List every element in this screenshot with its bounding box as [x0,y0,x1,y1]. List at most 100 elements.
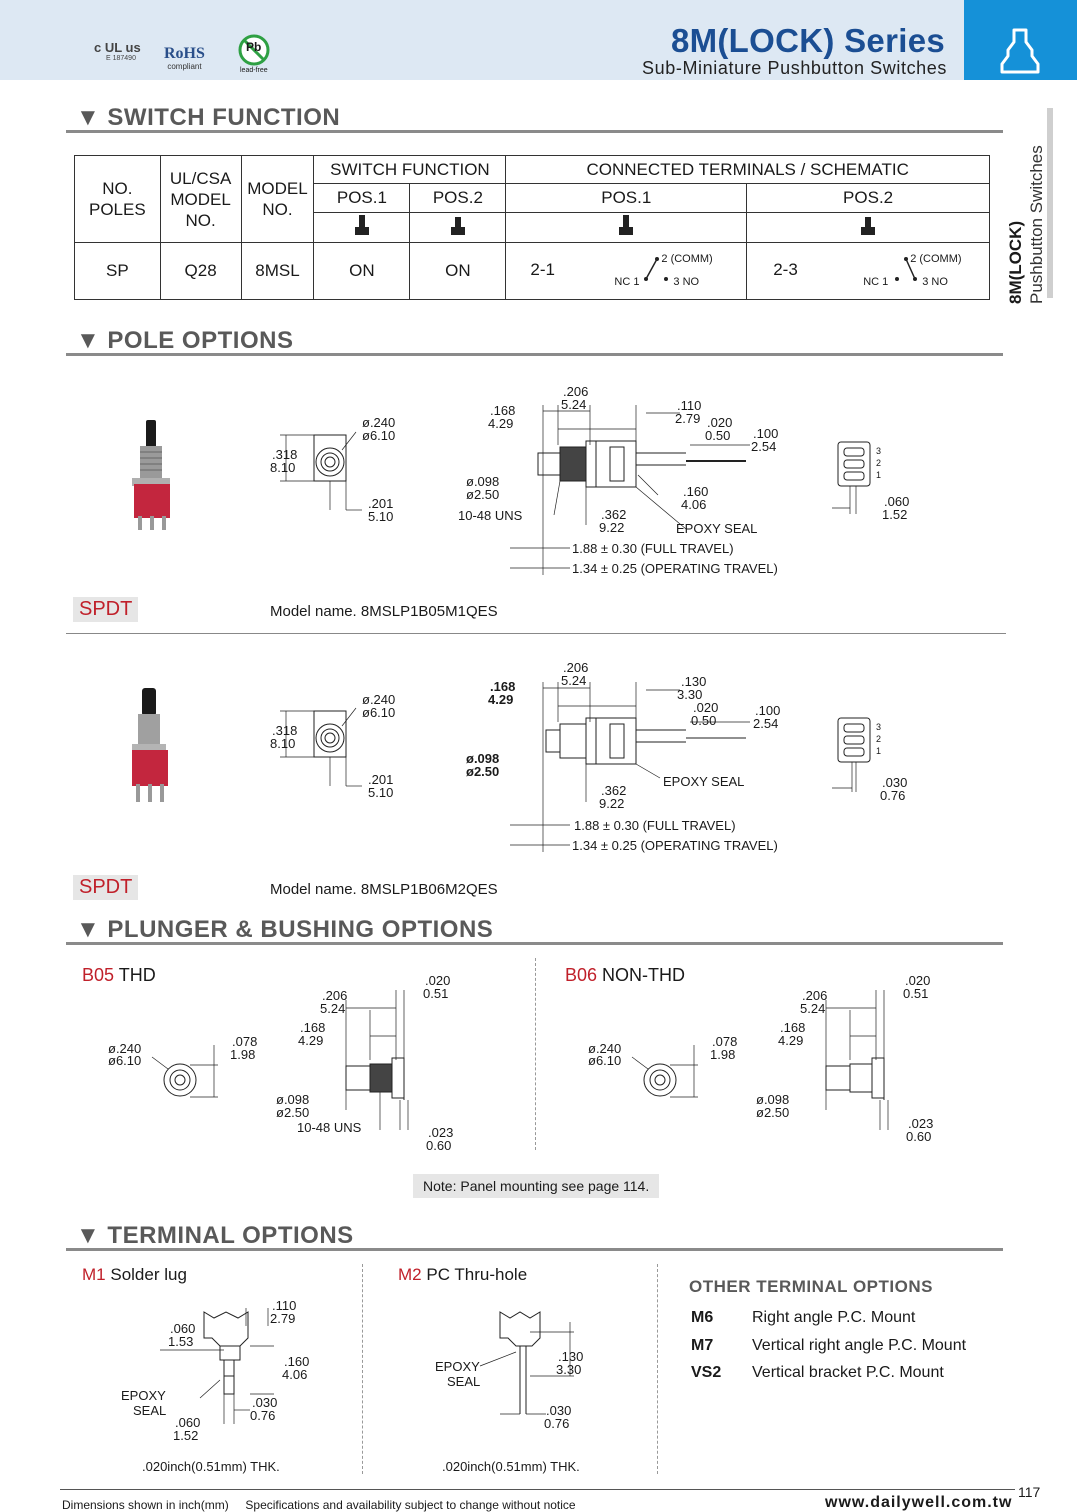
full-travel-label: 1.88 ± 0.30 (FULL TRAVEL) [574,818,736,833]
dim-label: ø.098 [466,474,500,489]
thickness-note: .020inch(0.51mm) THK. [142,1459,280,1474]
seal-label: SEAL [447,1374,481,1389]
b06-side-drawing [825,990,889,1130]
plunger-pos2-term-icon-cell [746,212,990,243]
model-name: Model name. 8MSLP1B06M2QES [270,881,498,898]
dim-label: 5.24 [561,397,587,412]
dim-label: .078 [712,1034,738,1049]
dim-label: 8.10 [270,736,296,751]
dim-label: .110 [272,1298,297,1313]
switch-photo-1 [132,420,170,530]
dim-label: .060 [884,494,910,509]
dim-label: .206 [563,384,589,399]
m1-code: M1 [82,1265,106,1284]
ul-file-number: E 187490 [106,55,136,62]
dim-label: 9.22 [599,796,625,811]
dim-label: .206 [802,988,828,1003]
plunger-icon [619,215,634,235]
rohs-text: RoHS [164,45,205,62]
schematic-comm-label: 2 (COMM) [661,253,713,265]
dim-label: 4.29 [488,416,514,431]
dim-label: 4.29 [778,1033,804,1048]
dim-label: 2.54 [751,439,777,454]
dim-label: 0.51 [903,986,929,1001]
dim-label: .168 [300,1020,326,1035]
pushbutton-icon [1000,28,1040,74]
dim-label: .078 [232,1034,258,1049]
m2-code: M2 [398,1265,422,1284]
footer-url[interactable]: www.dailywell.com.tw [825,1494,1013,1511]
dim-label: ø2.50 [276,1105,310,1120]
dim-label: .100 [755,703,781,718]
m1-solder-lug-drawing [160,1308,274,1424]
dim-label: .160 [683,484,709,499]
dim-label: 2.54 [753,716,779,731]
dim-label: 0.60 [906,1129,932,1144]
dim-label: .100 [753,426,779,441]
section-title: SWITCH FUNCTION [107,104,341,131]
dim-label: ø6.10 [362,705,396,720]
plunger-pos1-term-icon-cell [505,212,748,243]
side-view-drawing [510,682,750,852]
dim-label: 3.30 [556,1362,582,1377]
dim-label: ø.098 [756,1092,790,1107]
dim-label: 0.50 [691,713,717,728]
b06-front-drawing [631,1045,698,1098]
dim-label: 0.50 [705,428,731,443]
b05-name: THD [118,965,156,985]
dim-label: ø.240 [362,692,396,707]
term-pos2-text: 2-3 [773,260,798,279]
m2-name: PC Thru-hole [426,1265,528,1284]
dim-label: .201 [368,772,394,787]
dim-label: 9.22 [599,520,625,535]
side-bar [1047,108,1053,298]
header-model: MODEL NO. [240,155,315,243]
dim-label: 1.98 [230,1047,256,1062]
header-term-pos1: POS.1 [505,183,748,213]
dim-label: ø2.50 [466,764,500,779]
dashed-divider [657,1264,658,1474]
other-option-code: VS2 [691,1364,722,1381]
dim-label: 4.29 [488,692,514,707]
cell-fn-pos1: ON [313,242,411,300]
rohs-sub: compliant [167,62,202,71]
section-switch-function: ▼ SWITCH FUNCTION [76,104,341,131]
operating-travel-label: 1.34 ± 0.25 (OPERATING TRAVEL) [572,561,778,576]
dim-label: 0.76 [250,1408,276,1423]
operating-travel-label: 1.34 ± 0.25 (OPERATING TRAVEL) [572,838,778,853]
section-divider [66,353,1003,356]
dim-label: .110 [677,398,702,413]
dim-label: .060 [170,1321,196,1336]
dim-label: .318 [272,723,298,738]
dim-label: 4.06 [681,497,707,512]
series-title: 8M(LOCK) Series [670,22,945,59]
page-number: 117 [1018,1484,1041,1500]
rohs-logo: RoHS compliant [164,45,205,72]
dim-label: .020 [425,973,451,988]
ul-logo-text: c UL us [94,40,141,55]
section-plunger-bushing: ▼ PLUNGER & BUSHING OPTIONS [76,916,494,943]
plunger-icon [354,215,369,235]
dim-label: 4.06 [282,1367,308,1382]
b06-heading: B06 NON-THD [565,965,685,986]
thickness-note: .020inch(0.51mm) THK. [442,1459,580,1474]
dim-label: ø2.50 [756,1105,790,1120]
plunger-icon [450,217,465,235]
dim-label: 0.51 [423,986,449,1001]
schematic-comm-label: 2 (COMM) [910,253,962,265]
dim-label: .020 [707,415,733,430]
header-term-pos2: POS.2 [746,183,990,213]
dim-label: .168 [490,403,516,418]
section-pole-options: ▼ POLE OPTIONS [76,327,294,354]
epoxy-seal-label: EPOXY SEAL [676,521,758,536]
dim-label: 2.79 [675,411,701,426]
other-option-code: M7 [691,1337,714,1354]
dim-label: 5.24 [561,673,587,688]
dashed-divider [362,1264,363,1474]
dim-label: 1.53 [168,1334,194,1349]
panel-mounting-note: Note: Panel mounting see page 114. [413,1174,660,1198]
header-ulcsa: UL/CSA MODEL NO. [159,155,242,243]
dim-label: .168 [490,679,516,694]
header-switch-function: SWITCH FUNCTION [313,155,507,184]
side-label: 8M(LOCK) Pushbutton Switches [1006,108,1052,304]
